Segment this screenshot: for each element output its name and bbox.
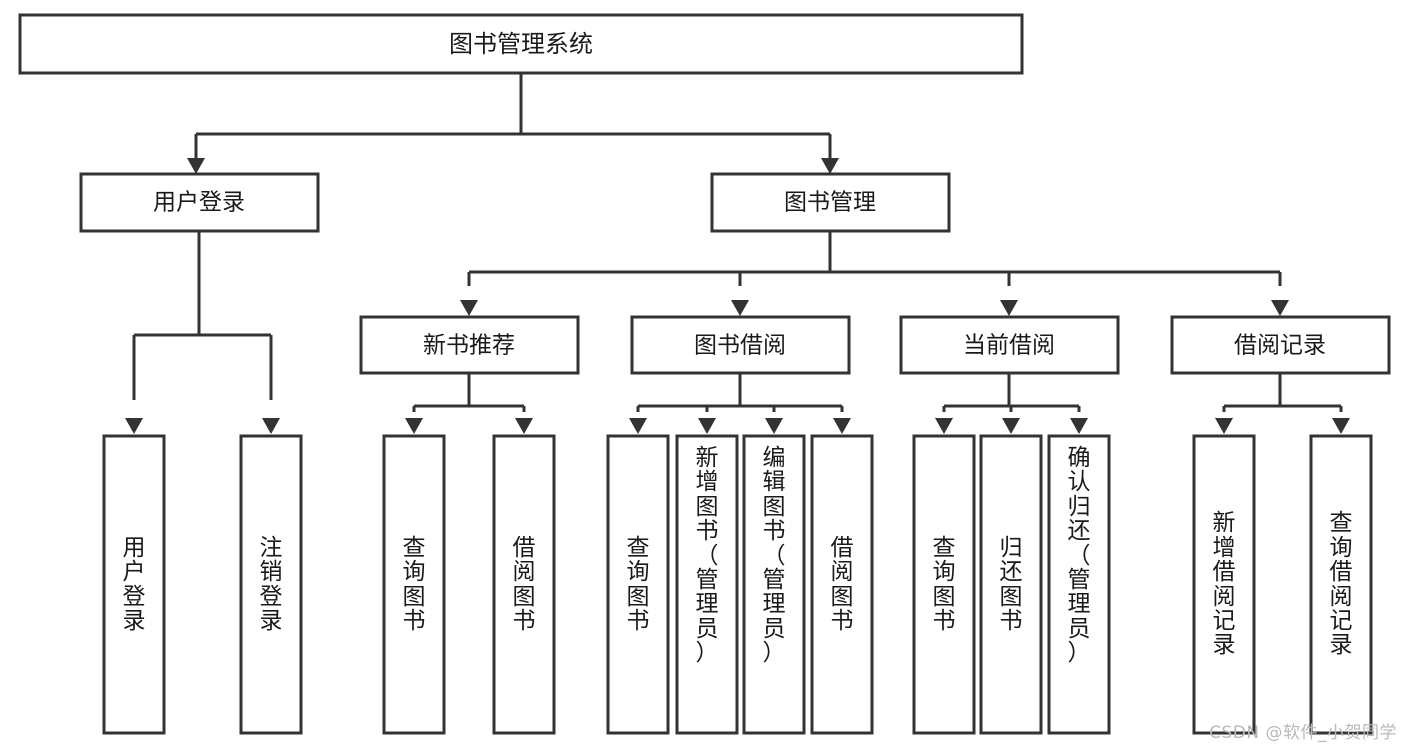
arrowhead-to-book-borrow	[731, 300, 749, 316]
arrowhead-to-leaf-confirm-return	[1070, 418, 1088, 434]
node-borrow-record-box[interactable]	[1170, 315, 1391, 375]
leaf-add-record-box[interactable]	[1192, 434, 1256, 735]
node-book-borrow[interactable]: 图书借阅	[630, 315, 851, 375]
connector-root-to-level2	[187, 74, 839, 174]
connector-borrowrecord-to-leaves	[1215, 374, 1350, 434]
arrowhead-to-current-borrow	[1000, 300, 1018, 316]
arrowhead-to-leaf-edit-book	[765, 418, 783, 434]
leaf-query-book-2-box[interactable]	[606, 434, 670, 735]
node-root[interactable]: 图书管理系统	[18, 13, 1024, 75]
node-current-borrow-label: 当前借阅	[963, 333, 1055, 359]
node-borrow-record[interactable]: 借阅记录	[1170, 315, 1391, 375]
leaf-confirm-return-box[interactable]	[1047, 434, 1111, 735]
connector-bookborrow-to-leaves	[629, 374, 851, 434]
connector-newbook-to-leaves	[405, 374, 533, 434]
arrowhead-to-leaf-borrow-book-1	[515, 418, 533, 434]
arrowhead-to-borrow-record	[1271, 300, 1289, 316]
node-new-book-recommend-label: 新书推荐	[423, 333, 515, 359]
arrowhead-to-leaf-query-record	[1332, 418, 1350, 434]
leaf-add-book-box[interactable]	[675, 434, 739, 735]
csdn-watermark: CSDN @软件_小贺同学	[1209, 723, 1397, 743]
node-current-borrow[interactable]: 当前借阅	[899, 315, 1120, 375]
leaf-logout-box[interactable]	[239, 434, 303, 735]
node-user-login-label: 用户登录	[153, 190, 245, 216]
leaf-query-book-3-box[interactable]	[912, 434, 976, 735]
node-root-box[interactable]	[18, 13, 1024, 75]
arrowhead-to-leaf-query-book-1	[405, 418, 423, 434]
leaf-borrow-book-2-box[interactable]	[810, 434, 874, 735]
leaf-edit-book-box[interactable]	[742, 434, 806, 735]
leaf-return-book-box[interactable]	[979, 434, 1043, 735]
connector-bookmgmt-to-level3	[460, 232, 1289, 316]
node-book-management-label: 图书管理	[784, 190, 876, 216]
arrowhead-to-leaf-borrow-book-2	[833, 418, 851, 434]
node-book-management[interactable]: 图书管理	[710, 172, 951, 233]
node-user-login[interactable]: 用户登录	[79, 172, 320, 233]
arrowhead-to-user-login	[187, 158, 205, 174]
arrowhead-to-leaf-logout	[262, 418, 280, 434]
leaf-query-book-1-box[interactable]	[382, 434, 446, 735]
arrowhead-to-leaf-return-book	[1002, 418, 1020, 434]
node-book-management-box[interactable]	[710, 172, 951, 233]
node-borrow-record-label: 借阅记录	[1234, 333, 1326, 359]
connector-userlogin-to-leaves	[125, 232, 280, 434]
connector-currentborrow-to-leaves	[935, 374, 1088, 434]
node-root-label: 图书管理系统	[449, 30, 593, 58]
arrowhead-to-leaf-add-book	[698, 418, 716, 434]
node-book-borrow-box[interactable]	[630, 315, 851, 375]
arrowhead-to-leaf-user-login	[125, 418, 143, 434]
arrowhead-to-leaf-query-book-3	[935, 418, 953, 434]
node-new-book-recommend[interactable]: 新书推荐	[359, 315, 580, 375]
leaf-borrow-book-1-box[interactable]	[492, 434, 556, 735]
arrowhead-to-leaf-add-record	[1215, 418, 1233, 434]
node-current-borrow-box[interactable]	[899, 315, 1120, 375]
leaf-boxes	[102, 434, 1373, 735]
node-user-login-box[interactable]	[79, 172, 320, 233]
leaf-user-login-box[interactable]	[102, 434, 166, 735]
leaf-query-record-box[interactable]	[1309, 434, 1373, 735]
node-new-book-recommend-box[interactable]	[359, 315, 580, 375]
arrowhead-to-new-book-recommend	[460, 300, 478, 316]
arrowhead-to-leaf-query-book-2	[629, 418, 647, 434]
arrowhead-to-book-management	[821, 158, 839, 174]
node-book-borrow-label: 图书借阅	[694, 333, 786, 359]
